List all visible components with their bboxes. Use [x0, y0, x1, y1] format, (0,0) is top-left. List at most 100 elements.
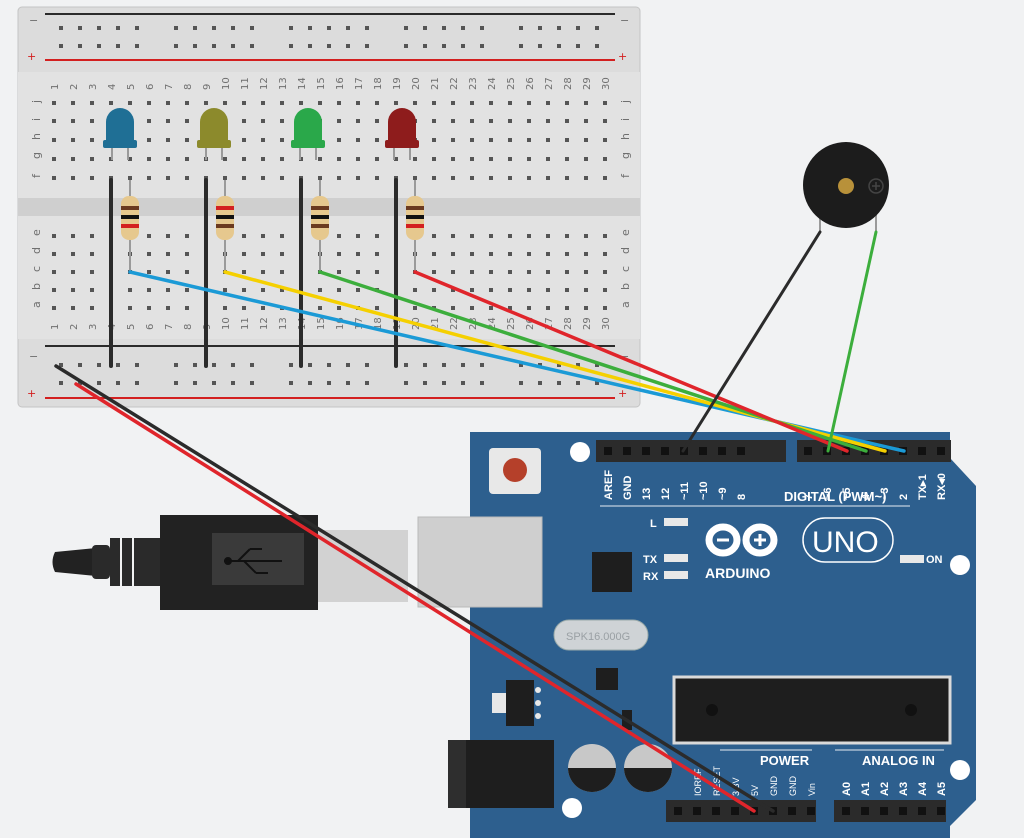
led-blue[interactable] — [103, 108, 137, 160]
bb-hole — [489, 288, 493, 292]
rail-hole — [538, 363, 542, 367]
bb-hole — [413, 101, 417, 105]
bb-row-letter: c — [619, 266, 632, 272]
bb-hole — [432, 234, 436, 238]
bb-hole — [147, 101, 151, 105]
bb-column-number: 29 — [582, 77, 593, 90]
rail-hole — [97, 44, 101, 48]
header-pin-hole — [712, 807, 720, 815]
bb-column-number: 28 — [563, 317, 574, 330]
bb-hole — [90, 138, 94, 142]
led-yellow[interactable] — [197, 108, 231, 160]
bb-hole — [451, 138, 455, 142]
bb-row-letter: b — [619, 283, 632, 290]
bb-hole — [489, 270, 493, 274]
bb-hole — [166, 252, 170, 256]
bb-hole — [185, 101, 189, 105]
rail-hole — [346, 381, 350, 385]
bb-column-number: 4 — [107, 84, 118, 90]
bb-hole — [166, 306, 170, 310]
rail-hole — [308, 363, 312, 367]
bb-hole — [52, 157, 56, 161]
bb-column-number: 12 — [259, 77, 270, 90]
rail-hole — [193, 26, 197, 30]
rail-plus-top-left: + — [27, 50, 36, 63]
bb-column-number: 19 — [392, 77, 403, 90]
bb-hole — [356, 101, 360, 105]
piezo-buzzer[interactable] — [803, 142, 889, 232]
bb-hole — [432, 270, 436, 274]
bb-hole — [356, 234, 360, 238]
bb-hole — [508, 157, 512, 161]
bb-hole — [356, 270, 360, 274]
bb-row-letter: i — [619, 118, 632, 121]
bb-hole — [413, 157, 417, 161]
bb-hole — [242, 176, 246, 180]
bb-hole — [375, 176, 379, 180]
bb-hole — [470, 119, 474, 123]
rail-hole — [404, 363, 408, 367]
digital-pin-label: ~3 — [879, 487, 891, 500]
bb-hole — [337, 176, 341, 180]
bb-hole — [242, 234, 246, 238]
power-pin-label: RESET — [712, 765, 722, 796]
bb-hole — [242, 306, 246, 310]
bb-hole — [128, 157, 132, 161]
bb-column-number: 21 — [430, 77, 441, 90]
led-green[interactable] — [291, 108, 325, 160]
bb-hole — [52, 101, 56, 105]
bb-hole — [565, 252, 569, 256]
bb-hole — [565, 234, 569, 238]
bb-hole — [109, 101, 113, 105]
bb-hole — [71, 306, 75, 310]
rail-hole — [423, 363, 427, 367]
rail-hole — [250, 44, 254, 48]
rail-hole — [174, 363, 178, 367]
bb-hole — [546, 270, 550, 274]
bb-hole — [603, 176, 607, 180]
bb-column-number: 18 — [373, 77, 384, 90]
rail-hole — [557, 363, 561, 367]
bb-hole — [565, 138, 569, 142]
header-pin-hole — [918, 447, 926, 455]
bb-hole — [470, 306, 474, 310]
bb-hole — [90, 157, 94, 161]
rail-hole — [289, 381, 293, 385]
bb-column-number: 30 — [601, 77, 612, 90]
rail-hole — [289, 44, 293, 48]
bb-hole — [489, 176, 493, 180]
bb-hole — [546, 138, 550, 142]
led-red[interactable] — [385, 108, 419, 160]
bb-hole — [147, 138, 151, 142]
bb-hole — [375, 119, 379, 123]
bb-hole — [185, 252, 189, 256]
bb-hole — [52, 306, 56, 310]
bb-hole — [242, 288, 246, 292]
bb-hole — [584, 176, 588, 180]
header-pin-hole — [842, 807, 850, 815]
bb-hole — [337, 288, 341, 292]
bb-hole — [261, 138, 265, 142]
bb-row-letter: h — [619, 133, 632, 140]
crystal-label: SPK16.000G — [566, 631, 630, 643]
bb-hole — [508, 252, 512, 256]
wires — [54, 230, 906, 813]
bb-hole — [584, 306, 588, 310]
bb-hole — [261, 157, 265, 161]
header-pin-hole — [788, 807, 796, 815]
rail-minus-top-right: − — [620, 14, 629, 27]
bb-hole — [337, 119, 341, 123]
bb-hole — [147, 157, 151, 161]
analog-pin-label: A3 — [898, 782, 910, 796]
bb-hole — [128, 306, 132, 310]
bb-row-letter: i — [30, 118, 43, 121]
bb-row-letter: e — [619, 229, 632, 236]
rail-hole — [327, 381, 331, 385]
bb-hole — [432, 252, 436, 256]
bb-hole — [90, 119, 94, 123]
digital-pin-label: ~10 — [698, 481, 710, 500]
bb-hole — [147, 119, 151, 123]
bb-hole — [128, 176, 132, 180]
bb-hole — [508, 306, 512, 310]
